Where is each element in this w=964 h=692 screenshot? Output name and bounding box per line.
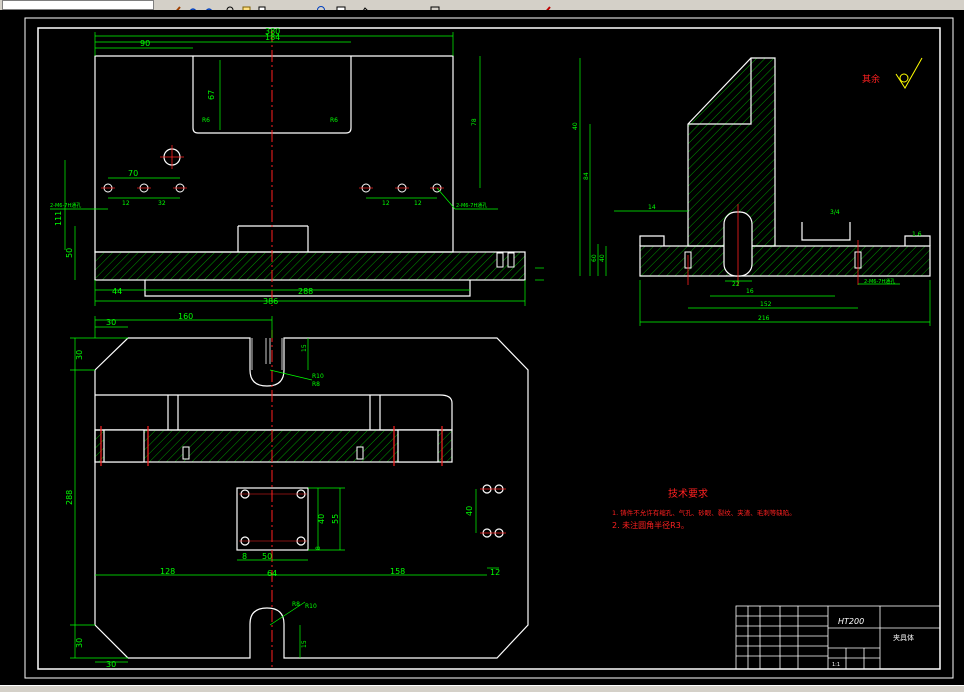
- svg-text:111: 111: [54, 211, 63, 226]
- svg-text:15: 15: [301, 344, 308, 352]
- svg-text:30: 30: [75, 350, 84, 360]
- svg-text:216: 216: [758, 315, 770, 322]
- svg-text:R6: R6: [202, 117, 210, 124]
- brush-icon[interactable]: [172, 0, 182, 10]
- svg-text:12: 12: [122, 200, 130, 207]
- svg-text:40: 40: [599, 254, 606, 262]
- title-block: [735, 605, 941, 670]
- svg-text:44: 44: [112, 287, 122, 296]
- rect-icon[interactable]: [336, 0, 346, 10]
- svg-text:40: 40: [572, 122, 579, 130]
- svg-text:67: 67: [207, 90, 216, 100]
- drawing-canvas[interactable]: 380 184 90 67 R6 R6 70 12 32 12 12 78 11…: [0, 10, 964, 685]
- svg-text:128: 128: [160, 567, 175, 576]
- plan-view: [94, 337, 529, 659]
- svg-text:其余: 其余: [862, 73, 880, 85]
- svg-text:64: 64: [267, 569, 277, 578]
- plan-red-marks: [100, 330, 506, 668]
- technical-notes: 技术要求 1. 铸件不允许有缩孔、气孔、砂眼、裂纹、夹渣、毛刺等缺陷。 2. 未…: [612, 487, 796, 530]
- svg-text:3/4: 3/4: [830, 209, 840, 216]
- svg-text:12: 12: [414, 200, 422, 207]
- title-material: HT200: [838, 617, 864, 626]
- layer-dropdown[interactable]: [2, 0, 154, 10]
- svg-text:15: 15: [301, 640, 308, 648]
- zoom-icon[interactable]: [226, 0, 236, 10]
- svg-text:40: 40: [465, 506, 474, 516]
- svg-text:22: 22: [732, 281, 740, 288]
- cad-drawing: 380 184 90 67 R6 R6 70 12 32 12 12 78 11…: [24, 17, 954, 679]
- side-dimensions: [579, 58, 931, 326]
- svg-text:R10: R10: [312, 373, 324, 380]
- svg-text:2-M6-7H通孔: 2-M6-7H通孔: [456, 202, 487, 209]
- svg-text:技术要求: 技术要求: [668, 487, 708, 500]
- status-bar: [0, 685, 964, 692]
- svg-text:288: 288: [298, 287, 313, 296]
- polyline-icon[interactable]: [360, 0, 370, 10]
- svg-text:84: 84: [583, 172, 590, 180]
- svg-text:R8: R8: [312, 381, 320, 388]
- svg-text:R10: R10: [305, 603, 317, 610]
- front-dim-text: 380 184 90 67 R6 R6 70 12 32 12 12 78 11…: [50, 27, 487, 306]
- svg-text:R6: R6: [330, 117, 338, 124]
- svg-text:90: 90: [140, 39, 150, 48]
- svg-text:12: 12: [382, 200, 390, 207]
- svg-text:R8: R8: [292, 601, 300, 608]
- svg-text:1.6: 1.6: [912, 231, 922, 238]
- svg-text:2-M6-7H通孔: 2-M6-7H通孔: [864, 278, 895, 285]
- svg-text:50: 50: [65, 248, 74, 258]
- front-dimensions: [50, 32, 544, 306]
- surface-finish-symbol: 其余: [862, 57, 923, 89]
- svg-text:2-M6-7H通孔: 2-M6-7H通孔: [50, 202, 81, 209]
- svg-text:30: 30: [75, 638, 84, 648]
- svg-text:40: 40: [317, 514, 326, 524]
- side-dim-text: 40 84 60 40 14 16 22 152 216 3/4 1.6 2-M…: [572, 122, 922, 322]
- svg-text:152: 152: [760, 301, 772, 308]
- svg-text:288: 288: [65, 490, 74, 505]
- svg-text:32: 32: [158, 200, 166, 207]
- line-icon[interactable]: [316, 0, 326, 10]
- plan-dim-text: 30 160 30 15 R10 R8 288 40 55 8 8 50 128…: [65, 312, 500, 669]
- svg-text:50: 50: [262, 552, 272, 561]
- svg-text:380: 380: [265, 27, 280, 36]
- svg-text:60: 60: [591, 254, 598, 262]
- svg-text:158: 158: [390, 567, 405, 576]
- svg-text:8: 8: [315, 546, 322, 550]
- svg-text:30: 30: [106, 660, 116, 669]
- svg-text:2. 未注圆角半径R3。: 2. 未注圆角半径R3。: [612, 520, 689, 530]
- svg-text:12: 12: [490, 568, 500, 577]
- redo-icon[interactable]: [204, 0, 214, 10]
- svg-text:30: 30: [106, 318, 116, 327]
- svg-text:55: 55: [331, 514, 340, 524]
- sheet-border: [24, 17, 954, 679]
- plan-dimensions: [70, 316, 499, 663]
- title-part-name: 夹具体: [893, 633, 914, 642]
- svg-text:160: 160: [178, 312, 193, 321]
- svg-text:386: 386: [263, 297, 278, 306]
- svg-text:1. 铸件不允许有缩孔、气孔、砂眼、裂纹、夹渣、毛刺等缺陷。: 1. 铸件不允许有缩孔、气孔、砂眼、裂纹、夹渣、毛刺等缺陷。: [612, 508, 796, 517]
- distance-icon[interactable]: [430, 0, 440, 10]
- svg-text:184: 184: [265, 33, 280, 42]
- copy-icon[interactable]: [258, 0, 268, 10]
- svg-text:14: 14: [648, 204, 656, 211]
- svg-text:70: 70: [128, 169, 138, 178]
- svg-text:78: 78: [471, 118, 478, 126]
- side-view: [639, 57, 931, 277]
- svg-text:16: 16: [746, 288, 754, 295]
- front-view: [94, 55, 526, 297]
- drawing-frame: [37, 27, 941, 670]
- palette-icon[interactable]: [542, 0, 552, 10]
- svg-text:8: 8: [242, 552, 247, 561]
- undo-icon[interactable]: [188, 0, 198, 10]
- title-scale: 1:1: [832, 662, 840, 668]
- layers-icon[interactable]: [242, 0, 252, 10]
